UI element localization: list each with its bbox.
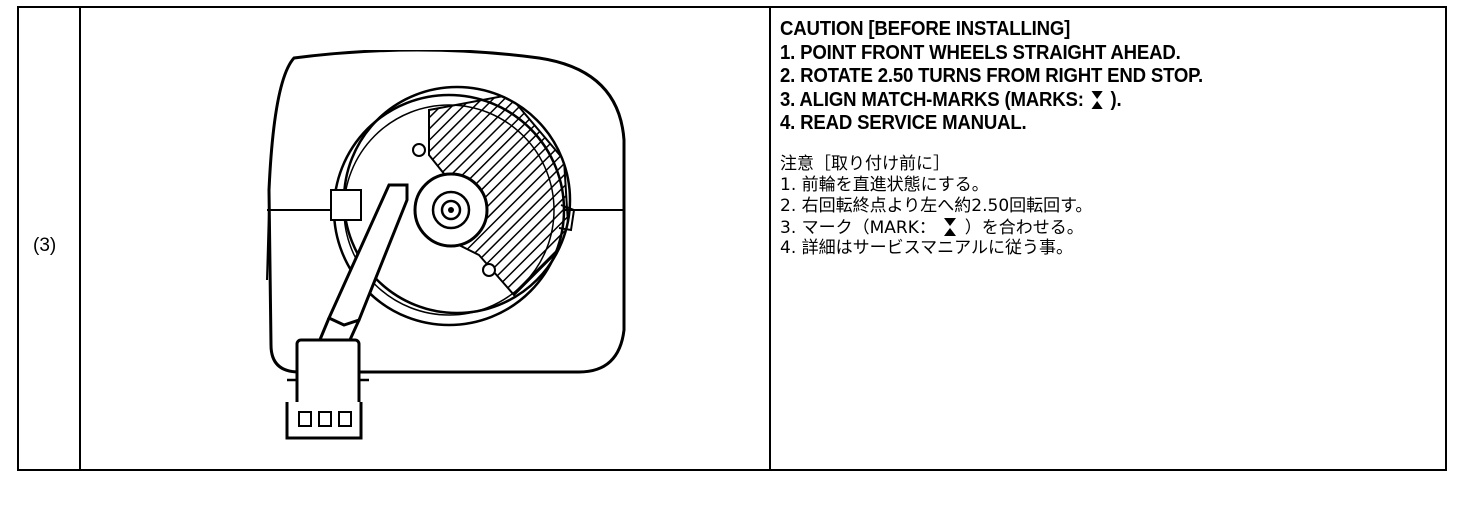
caution-jp-title: 注意［取り付け前に］	[780, 153, 950, 174]
caution-step-2: 2. ROTATE 2.50 TURNS FROM RIGHT END STOP…	[780, 65, 1203, 87]
caution-jp-step-1: 1. 前輪を直進状態にする。	[780, 174, 989, 195]
caution-title: CAUTION [BEFORE INSTALLING]	[780, 18, 1071, 40]
caution-jp-step-4: 4. 詳細はサービスマニアルに従う事。	[780, 237, 1073, 258]
hourglass-match-mark-icon	[944, 217, 957, 236]
column-divider	[79, 8, 81, 469]
hourglass-match-mark-icon	[1091, 90, 1103, 109]
clock-spring-drawing	[266, 50, 626, 440]
caution-english: CAUTION [BEFORE INSTALLING] 1. POINT FRO…	[780, 18, 1394, 136]
caution-step-4: 4. READ SERVICE MANUAL.	[780, 112, 1027, 134]
caution-step-1: 1. POINT FRONT WHEELS STRAIGHT AHEAD.	[780, 41, 1181, 64]
caution-jp-step-3: 3. マーク（MARK： ）を合わせる。	[780, 217, 1084, 238]
column-divider	[769, 8, 771, 469]
caution-step-3: 3. ALIGN MATCH-MARKS (MARKS: ).	[780, 88, 1122, 111]
caution-jp-step-2: 2. 右回転終点より左へ約2.50回転回す。	[780, 195, 1093, 216]
caution-japanese: 注意［取り付け前に］ 1. 前輪を直進状態にする。 2. 右回転終点より左へ約2…	[780, 154, 1440, 259]
instruction-table: (3)	[17, 6, 1447, 471]
step-label: (3)	[33, 235, 57, 256]
caution-text-block: CAUTION [BEFORE INSTALLING] 1. POINT FRO…	[780, 18, 1440, 259]
